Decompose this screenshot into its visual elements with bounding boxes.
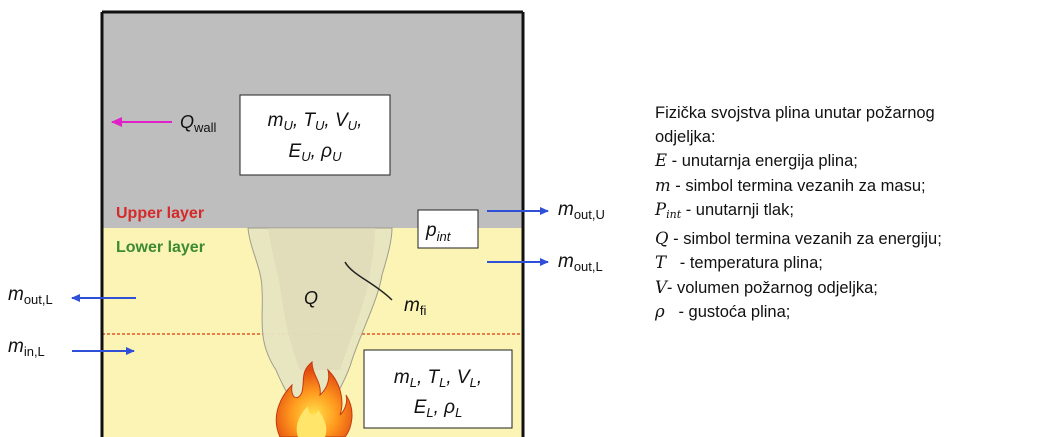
fire-compartment-diagram: mU, TU, VU, EU, ρU Qwall Upper layer Low…: [8, 10, 605, 437]
m-fi-pointer-line: [344, 261, 393, 301]
upper-properties-line1: mU, TU, VU,: [268, 110, 363, 133]
legend-items: E - unutarnja energija plina;m - simbol …: [655, 149, 1035, 325]
legend-item: ρ - gustoća plina;: [655, 300, 1035, 325]
m-in-l-label: min,L: [8, 336, 45, 359]
legend-description: - volumen požarnog odjeljka;: [666, 278, 878, 297]
legend-intro-line1: Fizička svojstva plina unutar požarnog: [655, 104, 935, 122]
legend-item: Pint - unutarnji tlak;: [655, 198, 1035, 227]
lower-properties-box: [363, 349, 513, 429]
legend-description: - gustoća plina;: [664, 303, 791, 321]
m-out-u-label: mout,U: [558, 199, 605, 222]
legend-description: - unutarnji tlak;: [681, 201, 794, 219]
fire-plume-inner: [268, 228, 375, 370]
lower-properties-line1: mL, TL, VL,: [394, 367, 482, 390]
legend-item: V- volumen požarnog odjeljka;: [655, 276, 1035, 301]
m-out-l-right-label: mout,L: [558, 251, 603, 274]
p-int-box: [417, 209, 479, 249]
lower-properties-line2: EL, ρL: [414, 397, 463, 420]
legend-symbol: Q: [655, 228, 669, 248]
legend-symbol: T: [655, 253, 667, 272]
legend-symbol-subscript: int: [666, 208, 682, 221]
lower-layer-label: Lower layer: [116, 239, 205, 256]
upper-layer-label: Upper layer: [116, 205, 204, 222]
legend-item: T - temperatura plina;: [655, 251, 1035, 276]
upper-properties-line2: EU, ρU: [289, 141, 343, 164]
plume-q-label: Q: [304, 288, 318, 308]
q-wall-label: Qwall: [180, 112, 217, 135]
legend-symbol: ρ: [655, 302, 665, 321]
symbol-legend: Fizička svojstva plina unutar požarnog o…: [655, 102, 1035, 325]
flame-icon: [275, 360, 353, 437]
legend-item: E - unutarnja energija plina;: [655, 149, 1035, 174]
legend-description: - simbol termina vezanih za masu;: [670, 176, 926, 195]
m-fi-label: mfi: [404, 295, 426, 318]
legend-description: - simbol termina vezanih za energiju;: [668, 229, 942, 248]
legend-intro-line2: odjeljka:: [655, 127, 716, 146]
legend-description: - temperatura plina;: [666, 254, 823, 272]
legend-symbol: V: [655, 277, 667, 297]
legend-symbol: Pint: [655, 200, 682, 221]
legend-symbol: E: [655, 151, 668, 170]
upper-properties-box: [239, 94, 391, 176]
legend-item: Q - simbol termina vezanih za energiju;: [655, 227, 1035, 252]
m-out-l-left-label: mout,L: [8, 284, 53, 307]
legend-symbol: m: [655, 175, 671, 195]
p-int-label: pint: [425, 220, 452, 244]
legend-description: - unutarnja energija plina;: [667, 152, 858, 170]
legend-item: m - simbol termina vezanih za masu;: [655, 174, 1035, 199]
